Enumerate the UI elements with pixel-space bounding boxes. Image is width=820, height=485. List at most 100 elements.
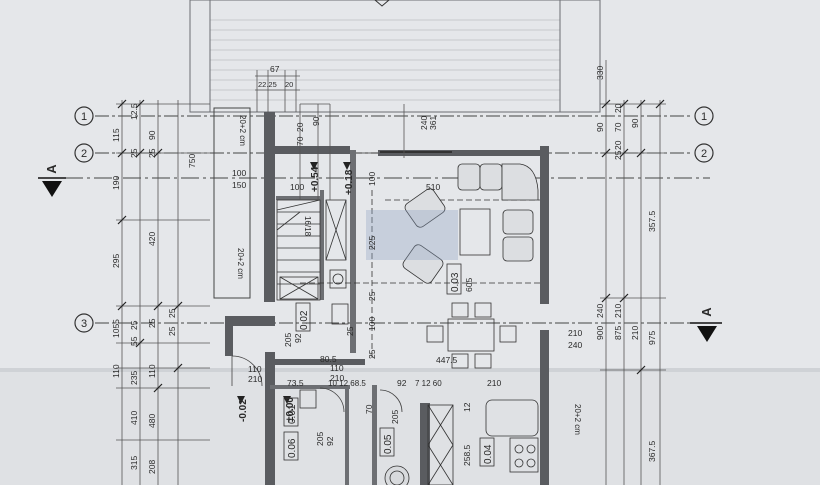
level-marker-upper-a: +0.54 [310,162,321,192]
dim-label: 205 [283,333,293,347]
dim-label: 110 [111,364,121,378]
axis-label: 2 [701,148,707,160]
dim-label: 20 [295,122,305,132]
wall-note-left-top: 20+2 cm [238,115,247,146]
dim-label: 25 [345,326,355,336]
dim-label: 150 [232,180,246,190]
exterior-walls [225,112,549,485]
dim-label: 110 [147,364,157,378]
terrace-arrow-marker [374,0,390,7]
axis-label: 3 [81,318,87,330]
dim-label: 100 [367,317,377,331]
drum-fixture [384,465,410,485]
dim-label: 25 [167,326,177,336]
dim-label: 25 [367,291,377,301]
dining-set [426,302,517,369]
dim-label: 7 12 60 [415,379,442,388]
dim-ticks-right [601,99,665,375]
stair-riser-label: 16/18 [303,216,312,237]
dim-label: 210 [248,374,262,384]
dim-label: 447.5 [436,355,458,365]
dim-text-right: 330 357.5 975 367.5 20 70 20 25 900 875 … [595,66,657,462]
dim-label: 20 [613,103,623,113]
dim-ticks-left [117,99,183,393]
dim-label: 90 [595,122,605,132]
room-label-bath: 0.05 [379,427,395,457]
room-number: 0.06 [287,438,298,458]
room-label-kitchen: 0.04 [479,437,495,467]
dim-chain-right [600,60,666,485]
coffee-table [459,208,491,256]
dim-label: 208 [147,460,157,474]
dim-label: 315 [129,456,139,470]
axis-bubble-2-right: 2 [694,143,714,163]
dim-label: 12 [462,402,472,412]
staircase [276,199,321,301]
axis-bubble-1-left: 1 [74,106,94,126]
dim-label: 92 [397,378,407,388]
axis-label: 1 [701,111,707,123]
dim-label: 410 [129,411,139,425]
dim-label: 875 [613,326,623,340]
dim-label: 70 [295,136,305,146]
paper-lower-sheet [0,372,820,485]
armchair-top [404,188,446,228]
left-outer-wall-strip [213,107,251,299]
dim-label: 25 [129,320,139,330]
axis-bubble-1-right: 1 [694,106,714,126]
level-marker-upper-b: +0.18 [343,162,355,195]
dim-label: 110 [330,363,344,373]
dim-label: 73.5 [287,378,304,388]
wall-note-left-mid: 20+2 cm [236,248,245,279]
room-label-pantry: 0.06 [283,431,299,461]
level-label: -0.02 [238,399,249,422]
dim-label: 420 [147,232,157,246]
dim-label: 210 [630,326,640,340]
dim-label: 25 [613,150,623,160]
dim-label: 80.5 [320,354,337,364]
dim-label: 10 12 68.5 [328,379,366,388]
paper-fold-shadow [0,368,820,372]
dim-label: 480 [147,414,157,428]
dim-label: 20 [613,140,623,150]
room-label-hall: 0.01 [283,397,299,427]
window-lines [300,151,540,360]
dim-label: 750 [187,154,197,168]
axis-label: 2 [81,148,87,160]
dim-label: 900 [595,326,605,340]
kitchen-counter [427,399,539,485]
dim-label: 100 [232,168,246,178]
dim-label: 240 [595,304,605,318]
dim-label: 55 [129,336,139,346]
dim-label: 22.25 [258,80,277,89]
level-label: +0.18 [344,169,355,195]
dim-label: 225 [367,236,377,250]
dim-label: 205 [390,410,400,424]
dim-label: 210 [568,328,582,338]
room-number: 0.02 [299,310,310,330]
room-number: 0.04 [483,444,494,464]
wc-fixtures [299,269,349,409]
dim-label: 210 [487,378,501,388]
dim-label: 92 [325,436,335,446]
section-marker-left: A [38,164,66,197]
level-label: +0.54 [310,166,321,192]
dim-label: 25 [147,318,157,328]
section-label: A [699,307,714,317]
dim-text-middle: 100 150 100 100 510 225 605 25 25 100 92… [232,168,582,466]
dim-label: 100 [290,182,304,192]
room-number: 0.05 [383,434,394,454]
tv-screen-highlight [366,210,458,260]
dim-chain-left [116,100,210,485]
dim-label: 115 [111,128,121,142]
dim-label: 190 [111,176,121,190]
dim-label: 357.5 [647,210,657,232]
dim-label: 235 [129,371,139,385]
dim-text-top: 67 22.25 20 20 70 361 240 90 [258,64,438,146]
dim-text-left: 115 190 295 1055 110 235 410 315 90 750 … [111,103,197,474]
dim-label: 510 [426,182,440,192]
level-label: ±0.00 [285,397,296,422]
stair-storage-crosses [279,199,347,300]
room-label-wc: 0.02 [295,302,311,332]
dim-label: 240 [568,340,582,350]
